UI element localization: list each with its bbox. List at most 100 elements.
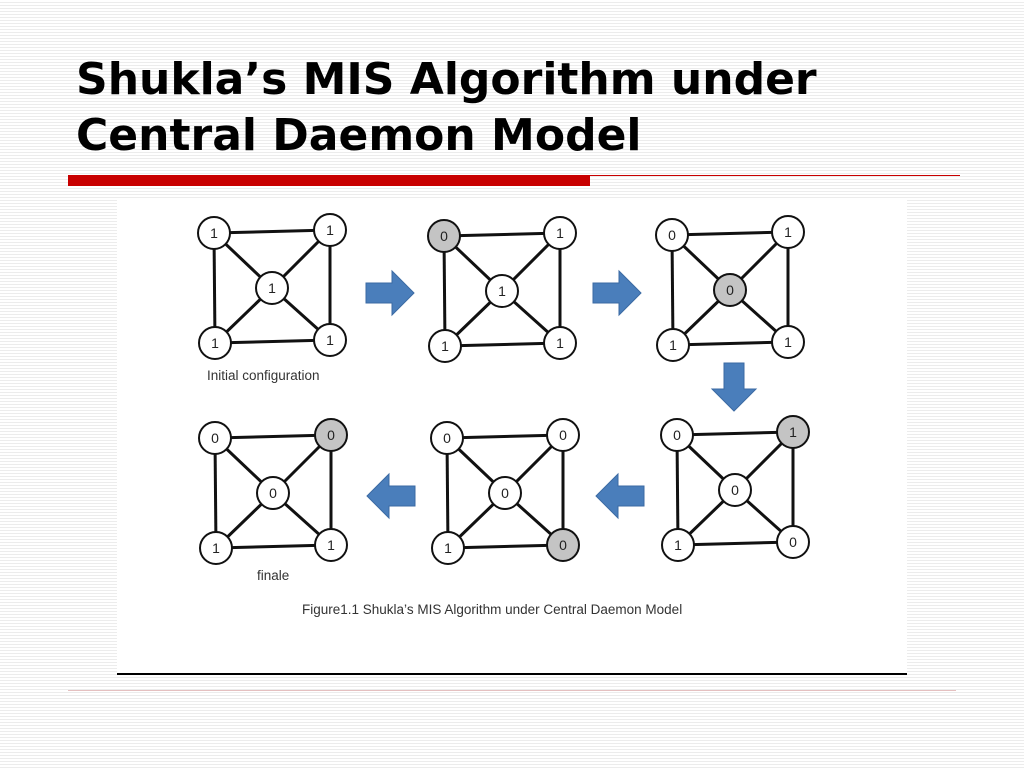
finale-label: finale [257, 568, 289, 583]
node-value: 0 [673, 427, 681, 443]
graph-node [776, 525, 810, 559]
graph-1: 1 1 1 1 1 [197, 213, 347, 360]
graph-edge [213, 228, 331, 235]
title-underline-thin [590, 175, 960, 176]
node-value: 1 [444, 540, 452, 556]
graph-node [546, 418, 580, 452]
graph-node [543, 326, 577, 360]
graph-5: 0 0 0 1 0 [430, 418, 580, 565]
graph-node [430, 421, 464, 455]
graph-edge [442, 235, 447, 347]
node-value: 1 [556, 335, 564, 351]
graph-node [198, 421, 232, 455]
graph-edge [671, 230, 789, 237]
arrow-right-icon [365, 269, 415, 317]
graph-edge [677, 540, 794, 547]
node-value: 1 [556, 225, 564, 241]
node-value: 1 [784, 224, 792, 240]
initial-configuration-label: Initial configuration [207, 368, 320, 383]
graphs-layer: 1 1 1 1 1 0 1 1 1 1 0 1 0 1 1 0 0 0 1 1 0 0 0 1 0 0 1 0 1 0 [197, 213, 810, 565]
graph-2: 0 1 1 1 1 [427, 216, 577, 363]
graph-3: 0 1 0 1 1 [655, 215, 805, 362]
node-value: 1 [210, 225, 218, 241]
graph-node [198, 326, 232, 360]
graph-node [485, 274, 519, 308]
figure-baseline [117, 673, 907, 675]
node-value: 1 [441, 338, 449, 354]
graph-edge [212, 232, 217, 344]
node-value: 1 [498, 283, 506, 299]
node-value: 1 [211, 335, 219, 351]
graph-node [656, 328, 690, 362]
node-value: 0 [440, 228, 448, 244]
graph-node [718, 473, 752, 507]
graph-node-highlighted [427, 219, 461, 253]
title-underline-red [68, 175, 590, 186]
graph-node-highlighted [776, 415, 810, 449]
arrows-layer [365, 269, 758, 520]
graph-node [431, 531, 465, 565]
node-value: 1 [326, 332, 334, 348]
graph-node [771, 215, 805, 249]
graph-node [543, 216, 577, 250]
node-value: 0 [668, 227, 676, 243]
node-value: 0 [726, 282, 734, 298]
node-value: 1 [268, 280, 276, 296]
graph-edge [214, 338, 331, 345]
node-value: 0 [211, 430, 219, 446]
footer-divider [68, 690, 956, 691]
node-value: 1 [669, 337, 677, 353]
node-value: 0 [559, 537, 567, 553]
graph-node [661, 528, 695, 562]
graph-node [428, 329, 462, 363]
graph-node [199, 531, 233, 565]
graph-edge [670, 234, 675, 346]
slide-title: Shukla’s MIS Algorithm under Central Dae… [76, 52, 976, 164]
graph-node [197, 216, 231, 250]
graph-edge [672, 340, 789, 347]
node-value: 1 [212, 540, 220, 556]
graph-node [488, 476, 522, 510]
graph-node [660, 418, 694, 452]
graph-edge [445, 437, 450, 549]
arrow-left-icon [595, 472, 645, 520]
graph-node [313, 213, 347, 247]
slide-title-line-1: Shukla’s MIS Algorithm under [76, 54, 817, 105]
graph-edge [444, 341, 561, 348]
graph-edge [443, 231, 561, 238]
graph-edge [675, 434, 680, 546]
graph-node [255, 271, 289, 305]
graph-node [771, 325, 805, 359]
graph-edge [215, 543, 332, 550]
node-value: 0 [731, 482, 739, 498]
graph-edge [447, 543, 564, 550]
mis-algorithm-diagram: 1 1 1 1 1 0 1 1 1 1 0 1 0 1 1 0 0 0 1 1 0 0 0 1 0 0 1 0 1 0 Initial c… [197, 213, 810, 617]
node-value: 1 [784, 334, 792, 350]
graph-edge [446, 433, 564, 440]
graph-node [313, 323, 347, 357]
graph-node [655, 218, 689, 252]
arrow-left-icon [366, 472, 416, 520]
node-value: 0 [269, 485, 277, 501]
node-value: 1 [789, 424, 797, 440]
graph-node [256, 476, 290, 510]
node-value: 0 [559, 427, 567, 443]
graph-node-highlighted [713, 273, 747, 307]
node-value: 1 [674, 537, 682, 553]
graph-edge [676, 430, 794, 437]
graph-4: 0 0 0 1 1 [198, 418, 348, 565]
node-value: 0 [501, 485, 509, 501]
arrow-down-icon [710, 362, 758, 412]
graph-node [314, 528, 348, 562]
node-value: 1 [326, 222, 334, 238]
node-value: 0 [327, 427, 335, 443]
slide-title-line-2: Central Daemon Model [76, 110, 642, 161]
graph-node-highlighted [546, 528, 580, 562]
node-value: 0 [789, 534, 797, 550]
node-value: 0 [443, 430, 451, 446]
node-value: 1 [327, 537, 335, 553]
graph-edge [214, 433, 332, 440]
figure-caption: Figure1.1 Shukla’s MIS Algorithm under C… [302, 602, 682, 617]
graph-edge [213, 437, 218, 549]
arrow-right-icon [592, 269, 642, 317]
